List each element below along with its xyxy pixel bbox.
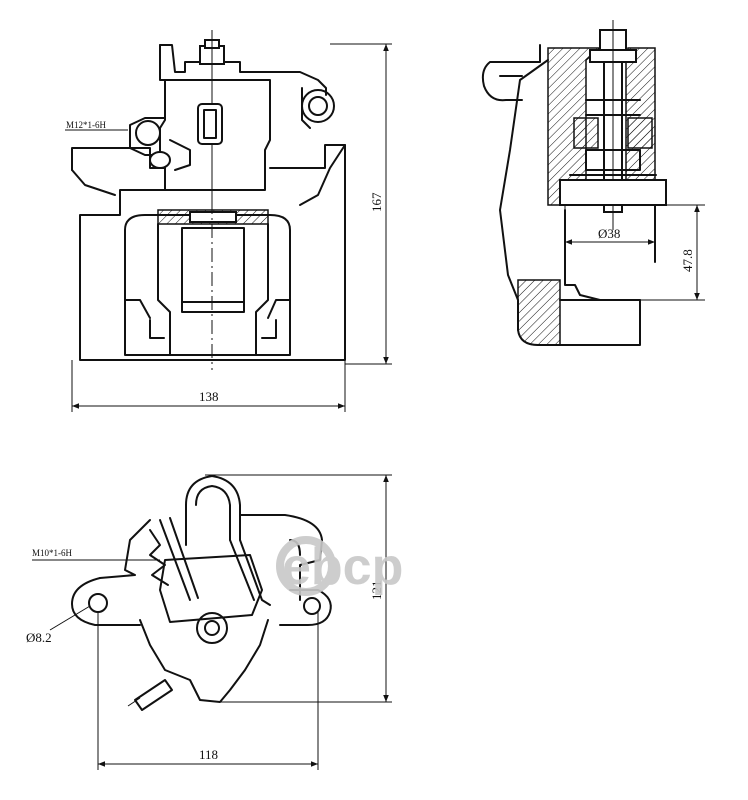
- height-121-label: 121: [369, 581, 384, 601]
- bottom-thread-label: M10*1-6H: [32, 548, 72, 558]
- width-138-label: 138: [199, 389, 219, 404]
- offset-47-8-label: 47.8: [680, 249, 695, 272]
- hole-diameter-label: Ø8.2: [26, 630, 52, 645]
- front-thread-label: M12*1-6H: [66, 120, 106, 130]
- piston-diameter-label: Ø38: [598, 226, 620, 241]
- side-section-view: [481, 20, 705, 346]
- watermark-logo: ebcp: [276, 536, 403, 596]
- height-167-label: 167: [369, 192, 384, 212]
- front-view: [65, 30, 392, 412]
- bottom-view: [32, 474, 392, 770]
- watermark-text: ebcp: [282, 538, 403, 596]
- width-118-label: 118: [199, 747, 218, 762]
